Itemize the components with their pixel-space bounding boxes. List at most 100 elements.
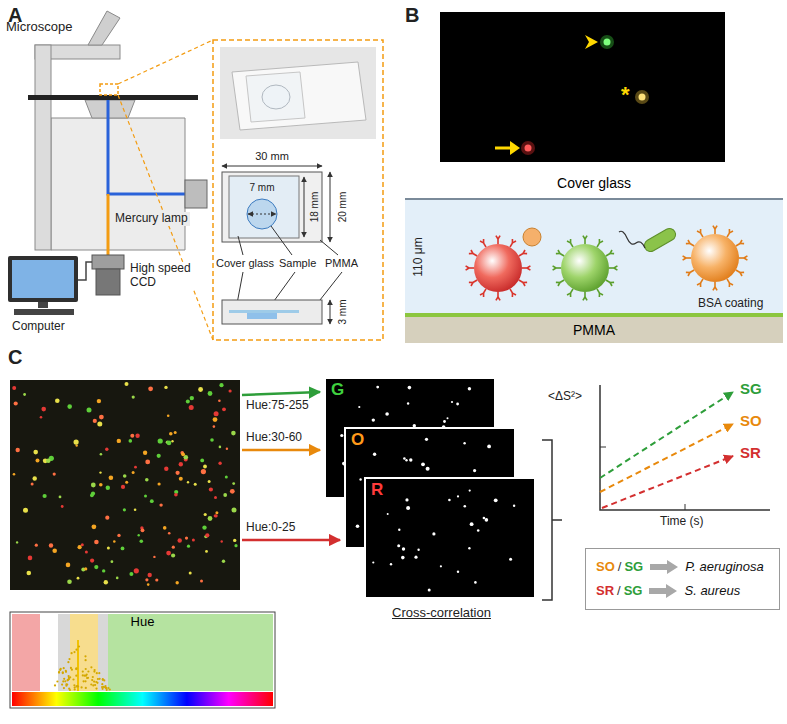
histogram-point <box>84 655 86 657</box>
histogram-point <box>63 667 65 669</box>
bead-dot <box>148 573 152 577</box>
bead-dot <box>219 383 223 387</box>
bead-dot <box>221 540 223 542</box>
antibody <box>556 282 560 284</box>
antibody <box>700 229 702 233</box>
antibody <box>686 257 691 259</box>
antibody <box>497 292 499 297</box>
bead-dot <box>93 419 97 423</box>
antibody <box>556 267 561 269</box>
bead-dot <box>134 466 137 469</box>
bead-dot <box>87 408 92 413</box>
histogram-point <box>82 674 84 676</box>
bead-dot <box>171 553 175 557</box>
bead-dot <box>356 524 360 528</box>
green-bead <box>561 244 609 292</box>
green-bead <box>604 39 611 46</box>
result-text: / <box>617 583 621 599</box>
antibody <box>583 297 585 300</box>
bead-dot <box>192 538 195 541</box>
bead-dot <box>223 493 227 497</box>
bead-dot <box>140 540 144 544</box>
bead-dot <box>168 532 171 535</box>
node-text: R <box>371 480 383 500</box>
bead-dot <box>473 469 476 472</box>
histogram-point <box>62 672 64 674</box>
bead-dot <box>33 450 38 455</box>
bead-dot <box>105 516 109 520</box>
bead-dot <box>230 489 235 494</box>
histogram-point <box>85 668 87 670</box>
bead-dot <box>116 577 119 580</box>
bead-dot <box>222 407 226 411</box>
bead-dot <box>214 514 217 517</box>
msd-plot <box>542 385 770 600</box>
part-label: Mercury lamp <box>113 212 190 226</box>
bead-dot <box>198 387 203 392</box>
histogram-point <box>58 671 60 673</box>
antibody <box>739 257 744 259</box>
image-ground <box>440 12 725 162</box>
orange-bead <box>639 94 646 101</box>
bead-dot <box>233 539 236 542</box>
bead-dot <box>372 418 375 421</box>
antibody <box>690 270 694 273</box>
bead-dot <box>106 486 110 490</box>
antibody <box>584 292 586 297</box>
bead-dot <box>113 540 116 543</box>
antibody <box>469 282 473 284</box>
result-row: SO/SGP. aeruginosa <box>596 559 769 575</box>
histogram-point <box>81 686 83 688</box>
antibody <box>584 239 586 244</box>
dimension-label: 18 mm <box>309 192 321 223</box>
asterisk-marker: * <box>621 82 630 107</box>
cover-glass-side <box>229 310 299 313</box>
antibody <box>701 279 704 283</box>
sample-well <box>247 199 277 229</box>
dimension-label: 30 mm <box>255 150 289 163</box>
histogram-point <box>83 680 85 682</box>
histogram-point <box>87 670 89 672</box>
channel-image: O <box>345 428 515 548</box>
bead-dot <box>97 399 101 403</box>
bead-dot <box>144 495 147 498</box>
node-text: Hue <box>131 614 155 630</box>
histogram-point <box>93 681 95 683</box>
mercury-lamp <box>185 180 207 208</box>
bead-dot <box>387 513 389 515</box>
photo-cover <box>246 72 305 122</box>
bead-dot <box>61 505 64 508</box>
bead-dot <box>414 556 417 559</box>
bead-dot <box>187 481 189 483</box>
histogram-point <box>107 687 109 689</box>
bead-dot <box>43 494 47 498</box>
antibody <box>571 243 574 247</box>
node-text: G <box>331 380 344 400</box>
bead-dot <box>53 473 56 476</box>
histogram-point <box>92 676 94 678</box>
monitor-stand <box>38 302 48 308</box>
histogram-point <box>75 667 77 669</box>
histogram-point <box>54 684 56 686</box>
antibody <box>510 289 513 293</box>
bead-dot <box>176 471 180 475</box>
msd-line <box>600 392 733 478</box>
bead-dot <box>52 548 57 553</box>
bead-dot <box>66 563 71 568</box>
antibody <box>522 267 527 269</box>
bead-dot <box>164 386 167 389</box>
hue-histogram: Hue <box>10 612 275 708</box>
histogram-point <box>68 677 70 679</box>
antibody <box>558 250 560 254</box>
histogram-point <box>104 686 106 688</box>
bead-dot <box>99 471 101 473</box>
bead-dot <box>470 522 474 526</box>
msd-line <box>600 424 733 492</box>
bead-dot <box>190 396 194 400</box>
histogram-point <box>73 651 75 653</box>
histogram-point <box>84 680 86 682</box>
histogram-point <box>68 658 70 660</box>
bead-dot <box>200 580 203 583</box>
antibody <box>597 243 600 247</box>
bead-dot <box>104 580 108 584</box>
